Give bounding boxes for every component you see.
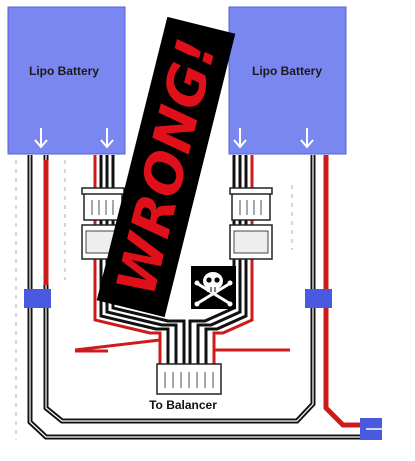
connector-band-right [305, 289, 332, 308]
balance-leads-right [188, 155, 254, 365]
battery-left-label: Lipo Battery [29, 64, 99, 78]
balancer-label: To Balancer [149, 398, 217, 412]
arrow-down-icon [233, 128, 247, 149]
battery-right-label: Lipo Battery [252, 64, 322, 78]
dashed-guides [15, 160, 293, 440]
arrow-down-icon [34, 128, 48, 149]
battery-right: Lipo Battery [228, 6, 347, 155]
balance-plug-right [229, 187, 273, 260]
connector-band-left [24, 289, 51, 308]
battery-left: Lipo Battery [7, 6, 126, 155]
main-wires [27, 155, 370, 440]
arrow-down-icon [300, 128, 314, 149]
arrow-down-icon [100, 128, 114, 149]
battery-arrows [34, 128, 314, 149]
balancer-connector [156, 363, 222, 395]
skull-crossbones-icon [191, 266, 236, 309]
